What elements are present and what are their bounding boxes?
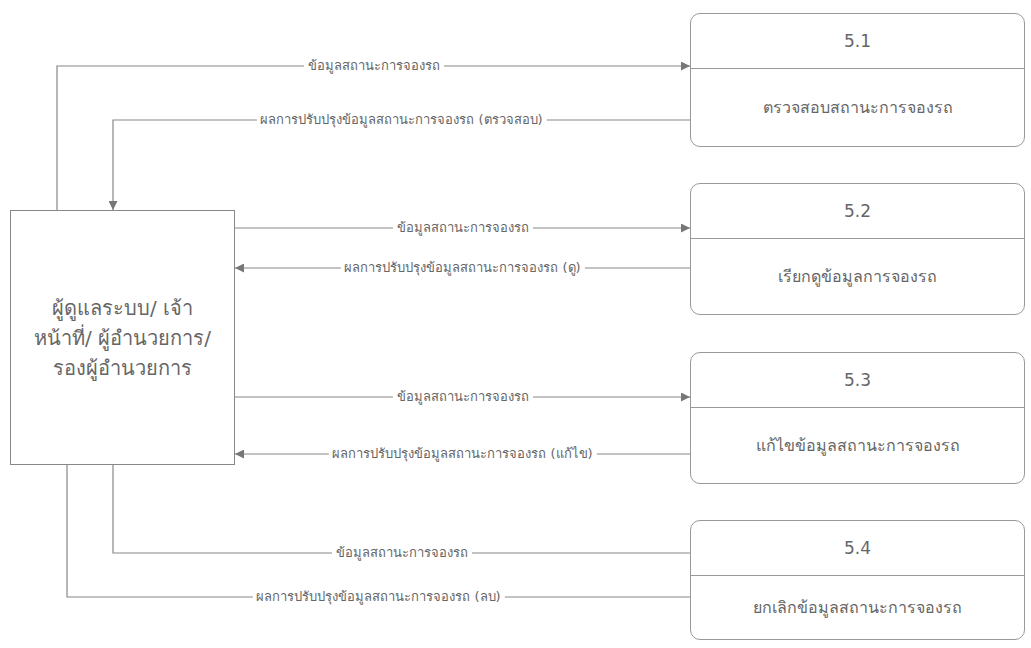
flow-label: ผลการปรับปรุงข้อมูลสถานะการจองรถ (แก้ไข)	[328, 446, 596, 463]
process-name: เรียกดูข้อมูลการจองรถ	[691, 239, 1024, 314]
flow-label: ข้อมูลสถานะการจองรถ	[304, 58, 444, 75]
process-name: แก้ไขข้อมูลสถานะการจองรถ	[691, 408, 1024, 483]
flow-label: ข้อมูลสถานะการจองรถ	[332, 545, 472, 562]
process-name: ตรวจสอบสถานะการจองรถ	[691, 69, 1024, 146]
flow-label: ข้อมูลสถานะการจองรถ	[393, 389, 533, 406]
process-box: 5.2เรียกดูข้อมูลการจองรถ	[690, 183, 1025, 315]
process-box: 5.1ตรวจสอบสถานะการจองรถ	[690, 13, 1025, 147]
process-number: 5.2	[691, 184, 1024, 239]
flow-label: ผลการปรับปรุงข้อมูลสถานะการจองรถ (ตรวจสอ…	[256, 112, 546, 129]
data-flow	[113, 465, 690, 553]
process-box: 5.4ยกเลิกข้อมูลสถานะการจองรถ	[690, 520, 1025, 640]
process-number: 5.1	[691, 14, 1024, 69]
external-entity: ผู้ดูแลระบบ/ เจ้าหน้าที่/ ผู้อำนวยการ/ ร…	[10, 210, 235, 465]
flow-label: ผลการปรับปรุงข้อมูลสถานะการจองรถ (ดู)	[340, 260, 584, 277]
entity-name: ผู้ดูแลระบบ/ เจ้าหน้าที่/ ผู้อำนวยการ/ ร…	[29, 293, 216, 383]
process-number: 5.3	[691, 353, 1024, 408]
data-flow	[113, 120, 690, 210]
data-flow	[67, 465, 690, 597]
data-flow	[57, 66, 690, 210]
flow-label: ข้อมูลสถานะการจองรถ	[393, 220, 533, 237]
process-name: ยกเลิกข้อมูลสถานะการจองรถ	[691, 576, 1024, 639]
process-number: 5.4	[691, 521, 1024, 576]
flow-label: ผลการปรับปรุงข้อมูลสถานะการจองรถ (ลบ)	[252, 589, 504, 606]
process-box: 5.3แก้ไขข้อมูลสถานะการจองรถ	[690, 352, 1025, 484]
